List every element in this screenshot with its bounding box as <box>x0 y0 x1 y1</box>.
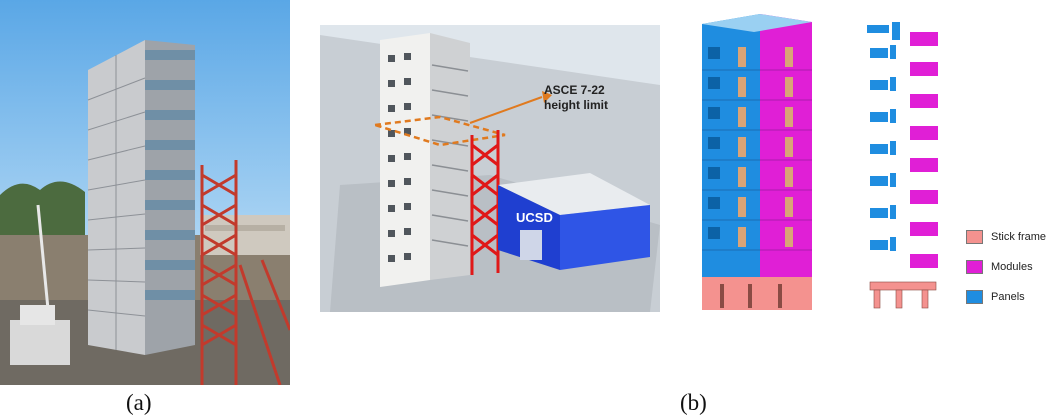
legend-item-modules: Modules <box>966 258 1033 276</box>
annotation-line1: ASCE 7-22 <box>544 83 605 97</box>
component-diagram <box>700 12 850 310</box>
legend-swatch-stick-frame <box>966 230 983 244</box>
legend-item-panels: Panels <box>966 288 1025 306</box>
caption-a: (a) <box>126 390 152 415</box>
legend: Stick frame Modules Panels <box>966 228 1059 308</box>
legend-swatch-panels <box>966 290 983 304</box>
caption-b: (b) <box>680 390 707 415</box>
component-diagram-illustration <box>702 14 812 310</box>
photo-test-building <box>0 0 290 385</box>
legend-label: Modules <box>991 261 1033 273</box>
annotation-line2: height limit <box>544 98 608 112</box>
photo-test-building-illustration <box>0 0 290 385</box>
exploded-view <box>862 20 944 310</box>
building-sign: UCSD <box>516 210 553 225</box>
render-test-site-illustration: UCSD <box>320 25 660 312</box>
legend-label: Panels <box>991 291 1025 303</box>
exploded-view-illustration <box>867 22 938 309</box>
legend-label: Stick frame <box>991 231 1047 243</box>
render-test-site: UCSD <box>320 25 660 312</box>
legend-item-stick-frame: Stick frame <box>966 228 1046 246</box>
legend-swatch-modules <box>966 260 983 274</box>
height-limit-annotation: ASCE 7-22 height limit <box>544 83 608 113</box>
